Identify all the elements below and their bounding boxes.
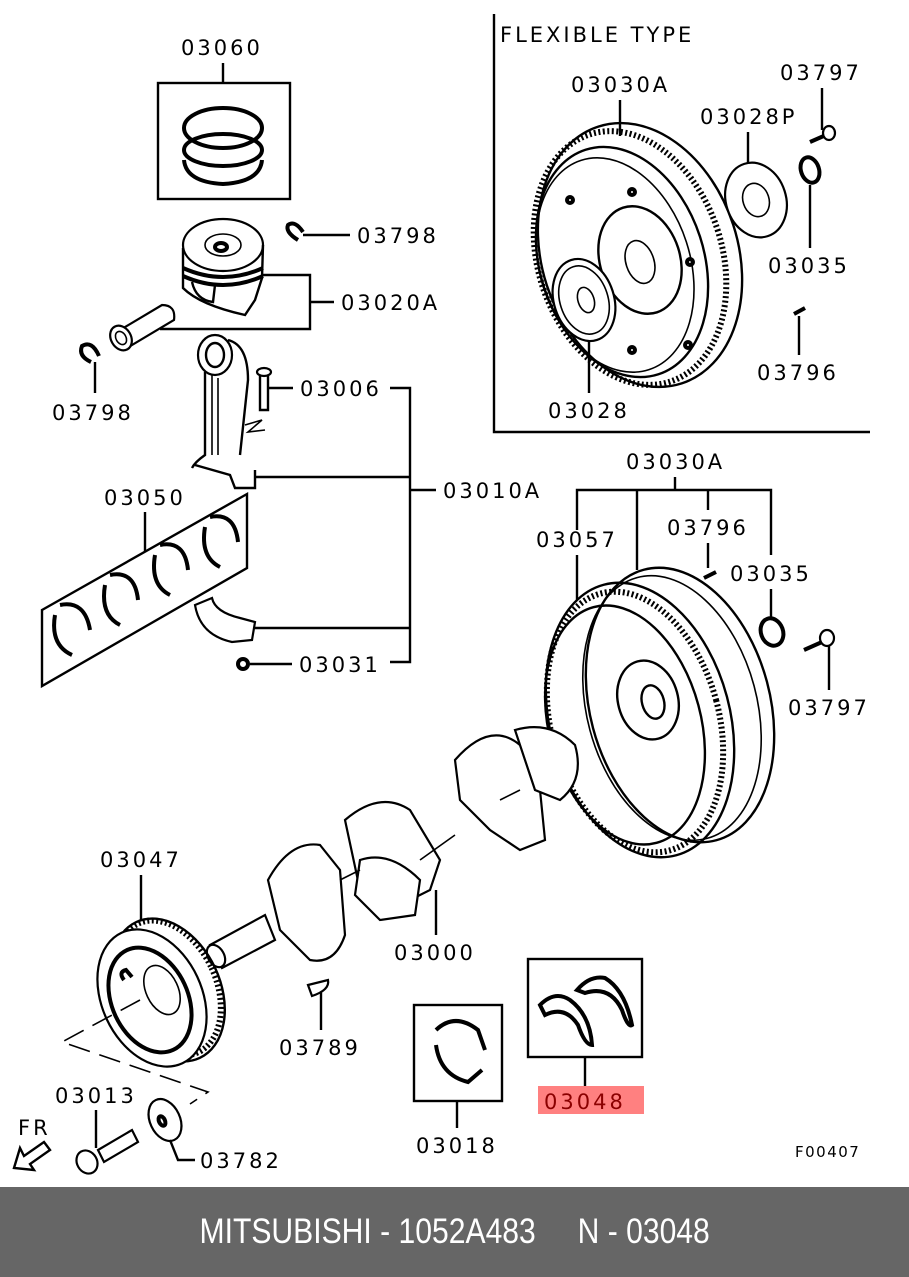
direction-label: FR [18, 1116, 51, 1140]
front-direction-indicator: FR [12, 1116, 52, 1172]
label-03035-flex: 03035 [768, 254, 850, 278]
label-03048: 03048 [544, 1090, 626, 1114]
part-woodruff-key[interactable]: 03789 [279, 978, 361, 1060]
part-flex-adapter-plate[interactable]: 03028P [700, 105, 797, 245]
part-flywheel-assembly[interactable]: 03030A [517, 450, 803, 879]
bushing-icon [758, 616, 786, 648]
label-03789: 03789 [279, 1036, 361, 1060]
label-03035: 03035 [730, 562, 812, 586]
label-03057: 03057 [536, 528, 618, 552]
part-thrust-washer[interactable]: 03048 [526, 957, 644, 1114]
dowel-icon [793, 306, 806, 316]
part-snap-ring-top[interactable]: 03798 [285, 221, 439, 248]
part-crankshaft[interactable]: 03000 [203, 726, 579, 970]
part-snap-ring-left[interactable]: 03798 [52, 342, 134, 425]
conrod-icon [190, 333, 257, 490]
front-arrow-icon [12, 1140, 52, 1172]
bolt-icon [803, 628, 836, 652]
exploded-parts-diagram: FLEXIBLE TYPE 03060 03020A [12, 14, 870, 1177]
label-03020A: 03020A [341, 291, 440, 315]
part-flywheel-dowel[interactable]: 03796 [667, 516, 749, 580]
part-flex-bolt[interactable]: 03797 [780, 61, 862, 144]
label-03060: 03060 [181, 36, 263, 60]
label-03006: 03006 [300, 377, 382, 401]
flexible-type-section: FLEXIBLE TYPE [492, 14, 870, 434]
part-piston-assembly[interactable]: 03020A [106, 217, 440, 354]
flex-drive-plate-icon [530, 121, 744, 389]
part-flex-bushing[interactable]: 03035 [768, 155, 850, 278]
label-03047: 03047 [100, 848, 182, 872]
part-flywheel-bolt[interactable]: 03797 [788, 628, 870, 720]
snap-ring-icon [79, 342, 101, 364]
label-03798-top: 03798 [357, 224, 439, 248]
part-piston-rings[interactable]: 03060 [156, 36, 292, 201]
part-main-bearing[interactable]: 03018 [412, 1003, 504, 1158]
label-03050: 03050 [104, 486, 186, 510]
diagram-reference-code: F00407 [795, 1143, 860, 1161]
part-conrod-assembly[interactable]: 03006 03010A 03031 [190, 333, 542, 677]
part-flywheel-bushing[interactable]: 03035 [730, 562, 812, 649]
label-03796-flex: 03796 [757, 361, 839, 385]
section-title: FLEXIBLE TYPE [500, 23, 694, 47]
label-03028P: 03028P [700, 105, 797, 129]
conrod-nut-icon [236, 657, 250, 671]
label-03797-flex: 03797 [780, 61, 862, 85]
bushing-icon [798, 155, 822, 185]
piston-icon [181, 217, 265, 317]
thrust-washer-icon [537, 975, 635, 1048]
crankshaft-icon [205, 726, 579, 970]
bolt-icon [75, 1128, 140, 1175]
key-icon [306, 978, 330, 998]
bolt-icon [809, 124, 837, 144]
part-flex-dowel[interactable]: 03796 [757, 306, 839, 385]
flywheel-icon [543, 566, 776, 859]
label-03000: 03000 [394, 941, 476, 965]
part-washer[interactable]: 03782 [142, 1094, 282, 1173]
main-bearing-icon [434, 1019, 487, 1085]
label-03030A-flex: 03030A [571, 73, 670, 97]
label-03028: 03028 [548, 399, 630, 423]
part-damper-pulley[interactable]: 03047 [60, 848, 247, 1105]
piston-rings-icon [182, 106, 264, 187]
label-03031: 03031 [299, 653, 381, 677]
part-caption: MITSUBISHI - 1052A483 N - 03048 [199, 1212, 710, 1251]
part-flex-plate[interactable]: 03028 [542, 251, 629, 423]
label-03010A: 03010A [443, 479, 542, 503]
piston-pin-icon [109, 303, 176, 352]
label-03018: 03018 [416, 1134, 498, 1158]
flex-plate-icon [551, 257, 617, 343]
label-03013: 03013 [55, 1084, 137, 1108]
dowel-icon [703, 570, 717, 580]
bearing-shells-icon [52, 514, 240, 657]
label-03798-left: 03798 [52, 401, 134, 425]
label-03796: 03796 [667, 516, 749, 540]
damper-pulley-icon [96, 917, 226, 1068]
label-03782: 03782 [200, 1149, 282, 1173]
label-03030A: 03030A [626, 450, 725, 474]
part-crank-bearing-set[interactable]: 03050 [40, 486, 249, 689]
conrod-cap-icon [193, 596, 257, 644]
conrod-bolt-icon [244, 366, 273, 434]
snap-ring-icon [285, 221, 305, 242]
part-ring-gear[interactable]: 03057 [536, 528, 618, 600]
highlight-marker [538, 1086, 644, 1114]
adapter-plate-icon [724, 161, 788, 239]
part-pulley-bolt[interactable]: 03013 [55, 1084, 140, 1177]
label-03797: 03797 [788, 696, 870, 720]
part-caption-bar: MITSUBISHI - 1052A483 N - 03048 [0, 1187, 909, 1277]
